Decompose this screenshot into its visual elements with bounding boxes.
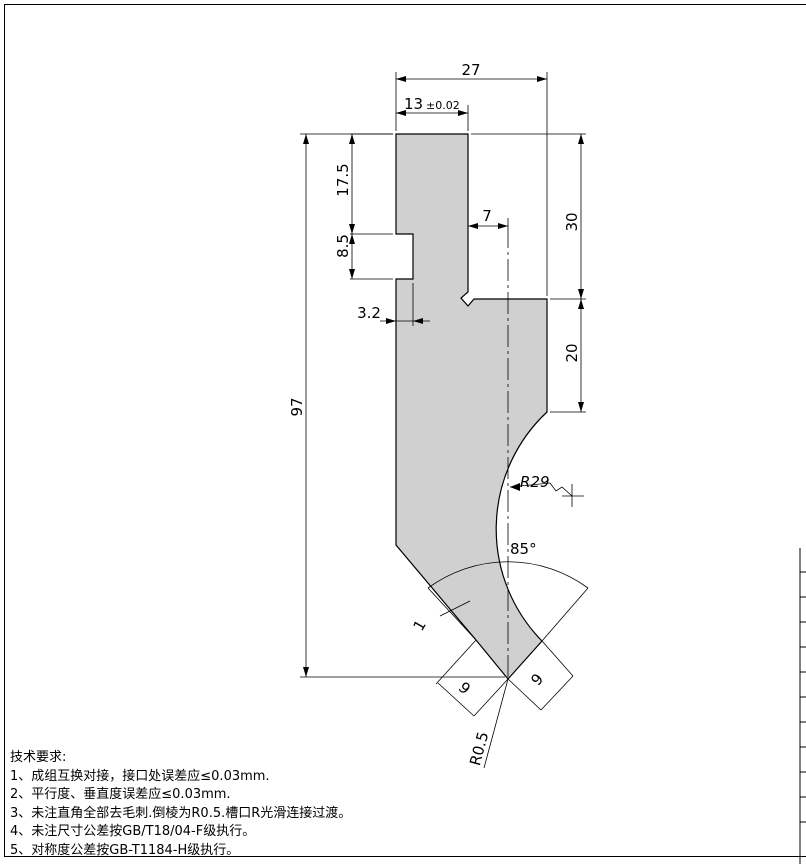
dim-overall-width: 27 — [461, 61, 480, 79]
dim-tip-left: 9 — [455, 678, 474, 698]
dim-slot-top: 17.5 — [334, 163, 352, 196]
punch-profile — [395, 133, 548, 680]
dim-slot-depth: 3.2 — [357, 304, 381, 322]
dim-total-height: 97 — [288, 397, 306, 416]
dim-radius-large: R29 — [520, 473, 550, 491]
dim-right-lower: 20 — [563, 343, 581, 362]
note-item-1: 1、成组互换对接，接口处误差应≤0.03mm. — [10, 768, 270, 784]
dim-top-width: 13 — [404, 95, 423, 113]
dimension-arrows — [303, 76, 584, 677]
dim-chamfer: 1 — [409, 617, 429, 634]
dimension-lines — [300, 72, 589, 769]
dim-angle: 85° — [510, 540, 537, 558]
dim-tip-radius: R0.5 — [466, 730, 492, 768]
dim-slot-height: 8.5 — [334, 234, 352, 258]
note-item-3: 3、未注直角全部去毛刺.倒棱为R0.5.槽口R光滑连接过渡。 — [10, 805, 352, 821]
note-item-5: 5、对称度公差按GB-T1184-H级执行。 — [10, 842, 240, 858]
dim-right-upper: 30 — [563, 212, 581, 231]
notes-title: 技术要求: — [10, 750, 67, 765]
technical-notes: 技术要求: 1、成组互换对接，接口处误差应≤0.03mm. 2、平行度、垂直度误… — [10, 749, 351, 860]
dim-tip-right: 9 — [527, 670, 547, 689]
dim-slot-offset: 7 — [482, 207, 492, 225]
note-item-2: 2、平行度、垂直度误差应≤0.03mm. — [10, 787, 231, 802]
dim-top-width-tol: ±0.02 — [426, 99, 460, 112]
note-item-4: 4、未注尺寸公差按GB/T18/04-F级执行。 — [10, 824, 256, 839]
title-block-edge — [799, 548, 806, 864]
drawing-frame — [4, 4, 806, 857]
